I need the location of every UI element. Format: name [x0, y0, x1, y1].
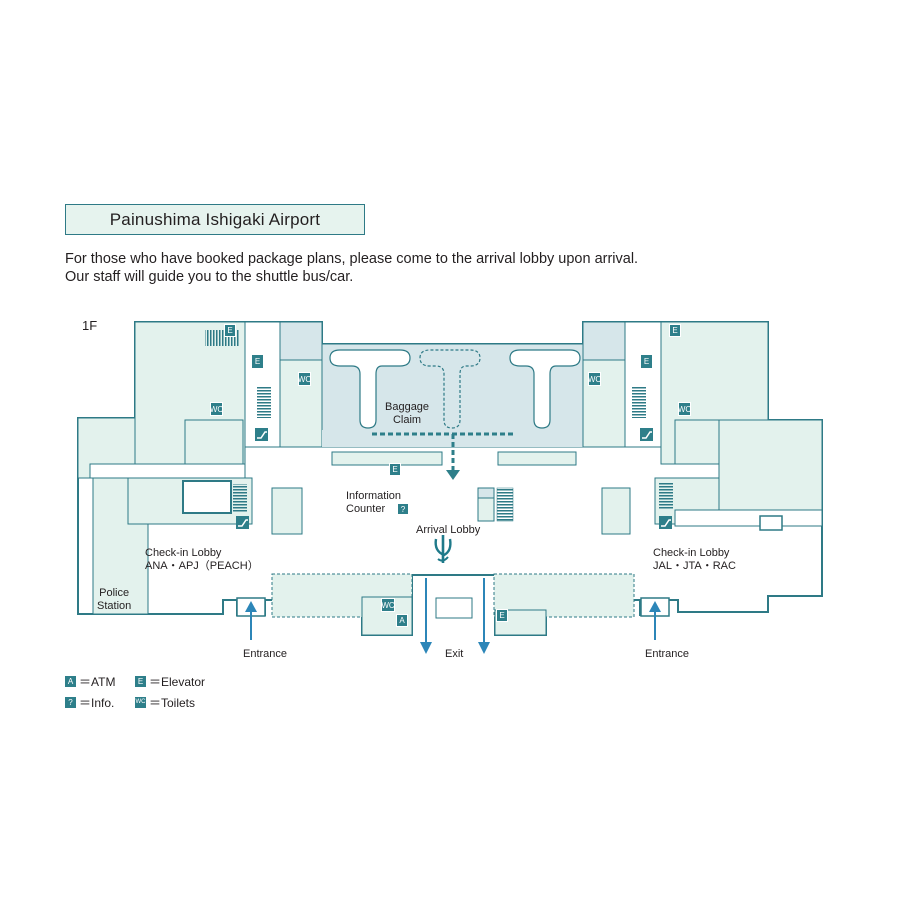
- police-station-label: Police Station: [97, 587, 132, 612]
- checkin-lobby-left-label: Check-in Lobby ANA・APJ（PEACH）: [145, 547, 259, 572]
- right-corridor: [674, 509, 823, 527]
- arrival-logo-icon: [434, 535, 452, 563]
- baggage-arrow-head: [446, 470, 460, 480]
- elevator-icon: E: [251, 354, 264, 369]
- info-icon: ?: [65, 697, 76, 708]
- toilet-icon: WC: [588, 372, 601, 386]
- escalator-icon-right: [640, 428, 653, 441]
- right-core-stairs: [632, 386, 646, 418]
- left-core-stairs: [257, 386, 271, 418]
- right-pillar: [601, 487, 631, 535]
- entrance-left-arrow: [245, 601, 257, 640]
- legend-toilets: WC ＝Toilets: [135, 694, 195, 711]
- counter-left: [331, 451, 443, 466]
- legend-atm-text: ＝ATM: [79, 675, 116, 689]
- legend-atm: A ＝ATM: [65, 673, 115, 690]
- left-wing-inner: [184, 419, 244, 465]
- baggage-claim-label: Baggage Claim: [385, 401, 430, 426]
- left-strip: [89, 463, 246, 479]
- escalator-icon-left: [255, 428, 268, 441]
- right-wing-inner: [674, 419, 720, 465]
- exit-arrow-right: [478, 578, 490, 654]
- legend-elevator: E ＝Elevator: [135, 673, 205, 690]
- counter-right: [497, 451, 577, 466]
- atm-icon: A: [65, 676, 76, 687]
- escalator-icon-right-lower: [659, 516, 672, 529]
- toilet-icon: WC: [210, 402, 223, 416]
- intro-line-2: Our staff will guide you to the shuttle …: [65, 269, 354, 285]
- left-core-top: [279, 321, 323, 361]
- lobby-kiosk-top: [477, 487, 495, 499]
- right-corridor-box: [759, 515, 783, 531]
- toilet-icon: WC: [381, 598, 395, 612]
- exit-label: Exit: [445, 648, 464, 660]
- arrival-lobby-label: Arrival Lobby: [416, 524, 481, 536]
- left-stairs: [233, 484, 247, 512]
- right-stairs: [659, 482, 673, 510]
- checkin-lobby-right-label: Check-in Lobby JAL・JTA・RAC: [653, 547, 736, 572]
- intro-line-1: For those who have booked package plans,…: [65, 251, 639, 267]
- intro-text: For those who have booked package plans,…: [65, 250, 845, 286]
- legend-info: ? ＝Info.: [65, 694, 114, 711]
- elevator-icon: E: [669, 324, 681, 337]
- entrance-left-label: Entrance: [243, 648, 288, 660]
- legend-info-text: ＝Info.: [79, 696, 115, 710]
- legend-elevator-text: ＝Elevator: [149, 675, 206, 689]
- lobby-stairs: [496, 487, 514, 522]
- exit-arrow-left: [420, 578, 432, 654]
- information-counter-label: Information Counter: [346, 490, 402, 515]
- atm-icon: A: [396, 614, 408, 627]
- carousel-center: [419, 349, 481, 429]
- toilet-icon: WC: [678, 402, 691, 416]
- left-room-inner: [182, 480, 232, 514]
- right-core-top: [582, 321, 626, 361]
- toilet-icon: WC: [298, 372, 311, 386]
- elevator-icon: E: [135, 676, 146, 687]
- entrance-right-arrow: [649, 601, 661, 640]
- legend-toilets-text: ＝Toilets: [149, 696, 196, 710]
- airport-title: Painushima Ishigaki Airport: [65, 204, 365, 235]
- info-icon: ?: [397, 503, 409, 515]
- entrance-right-label: Entrance: [645, 648, 690, 660]
- carousel-left: [329, 349, 411, 429]
- right-far-block: [718, 419, 823, 511]
- carousel-right: [509, 349, 581, 429]
- elevator-icon: E: [224, 324, 236, 337]
- toilet-icon: WC: [135, 697, 146, 708]
- elevator-icon: E: [640, 354, 653, 369]
- exit-gate: [435, 597, 473, 619]
- elevator-icon: E: [496, 609, 508, 622]
- floor-label: 1F: [82, 318, 98, 333]
- escalator-icon-left-lower: [236, 516, 249, 529]
- elevator-icon: E: [389, 463, 401, 476]
- left-pillar: [271, 487, 303, 535]
